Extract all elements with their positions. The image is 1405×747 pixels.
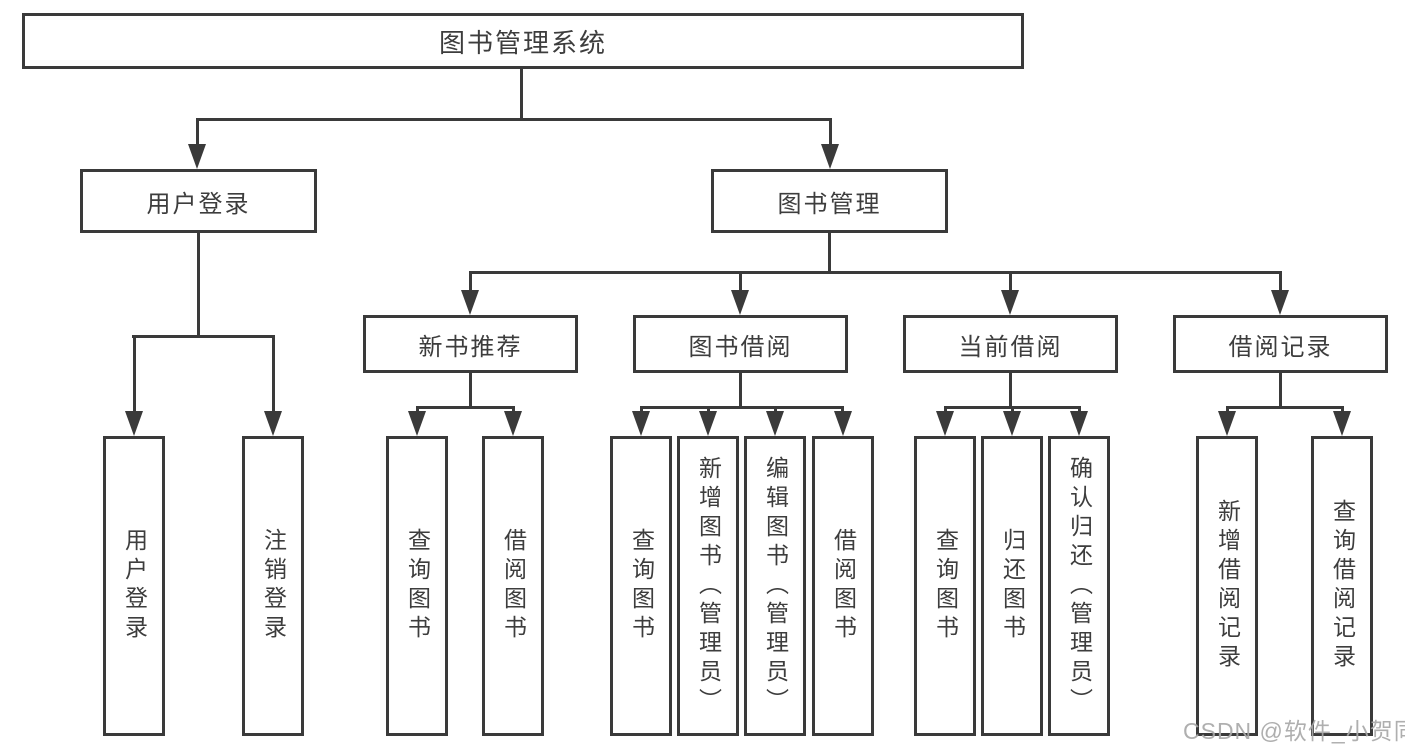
edge-borrow-records-rail xyxy=(1226,406,1344,409)
arrowhead-bb-query-icon xyxy=(632,411,650,436)
edge-stem-new-book-recommend xyxy=(469,271,472,293)
arrowhead-book-borrow-icon xyxy=(731,290,749,315)
edge-stem-cb-query xyxy=(944,406,947,415)
leaf-cb-confirm-return-admin: 确认归还（管理员） xyxy=(1048,436,1110,736)
edge-stem-leaf-user-login xyxy=(133,335,136,413)
arrowhead-bb-edit-icon xyxy=(766,411,784,436)
leaf-cb-confirm-return-admin-label: 确认归还（管理员） xyxy=(1066,455,1093,717)
node-new-book-recommend: 新书推荐 xyxy=(363,315,578,373)
leaf-bb-borrow-books: 借阅图书 xyxy=(812,436,874,736)
leaf-br-add-record: 新增借阅记录 xyxy=(1196,436,1258,736)
arrowhead-br-query-icon xyxy=(1333,411,1351,436)
node-new-book-recommend-label: 新书推荐 xyxy=(418,333,523,361)
leaf-cb-query-books: 查询图书 xyxy=(914,436,976,736)
edge-stem-bb-edit xyxy=(774,406,777,415)
edge-stem-br-query xyxy=(1341,406,1344,415)
edge-user-login-stem xyxy=(197,233,200,337)
leaf-user-login: 用户登录 xyxy=(103,436,165,736)
edge-new-book-recommend-rail xyxy=(416,406,515,409)
leaf-bb-borrow-books-label: 借阅图书 xyxy=(830,528,857,644)
edge-stem-borrow-records xyxy=(1279,271,1282,293)
leaf-br-query-record: 查询借阅记录 xyxy=(1311,436,1373,736)
arrowhead-cb-confirm-icon xyxy=(1070,411,1088,436)
leaf-bb-edit-books-admin-label: 编辑图书（管理员） xyxy=(762,455,789,717)
arrowhead-br-add-icon xyxy=(1218,411,1236,436)
leaf-logout-label: 注销登录 xyxy=(260,528,287,644)
edge-stem-nbr-borrow xyxy=(512,406,515,415)
edge-stem-bb-query xyxy=(640,406,643,415)
leaf-nbr-borrow-books: 借阅图书 xyxy=(482,436,544,736)
node-book-management-label: 图书管理 xyxy=(777,190,882,218)
arrowhead-leaf-logout-icon xyxy=(264,411,282,436)
node-root-label: 图书管理系统 xyxy=(438,27,607,58)
node-book-management: 图书管理 xyxy=(711,169,948,233)
leaf-nbr-borrow-books-label: 借阅图书 xyxy=(500,528,527,644)
edge-stem-current-borrow xyxy=(1009,271,1012,293)
edge-stem-nbr-query xyxy=(416,406,419,415)
edge-new-book-recommend-stem xyxy=(469,373,472,408)
arrowhead-nbr-query-icon xyxy=(408,411,426,436)
leaf-user-login-label: 用户登录 xyxy=(121,528,148,644)
node-book-borrow: 图书借阅 xyxy=(633,315,848,373)
edge-stem-cb-return xyxy=(1011,406,1014,415)
edge-stem-book-management xyxy=(829,118,832,148)
edge-stem-bb-add xyxy=(707,406,710,415)
edge-stem-leaf-logout xyxy=(272,335,275,413)
node-book-borrow-label: 图书借阅 xyxy=(688,333,793,361)
arrowhead-book-management-icon xyxy=(821,144,839,169)
leaf-nbr-query-books-label: 查询图书 xyxy=(404,528,431,644)
edge-user-login-rail xyxy=(132,335,275,338)
arrowhead-borrow-records-icon xyxy=(1271,290,1289,315)
leaf-cb-query-books-label: 查询图书 xyxy=(932,528,959,644)
edge-root-rail xyxy=(196,118,832,121)
edge-stem-cb-confirm xyxy=(1078,406,1081,415)
leaf-bb-add-books-admin-label: 新增图书（管理员） xyxy=(695,455,722,717)
edge-book-borrow-rail xyxy=(640,406,844,409)
arrowhead-nbr-borrow-icon xyxy=(504,411,522,436)
node-user-login: 用户登录 xyxy=(80,169,317,233)
edge-book-borrow-stem xyxy=(739,373,742,408)
node-current-borrow-label: 当前借阅 xyxy=(958,333,1063,361)
leaf-bb-query-books-label: 查询图书 xyxy=(628,528,655,644)
leaf-bb-add-books-admin: 新增图书（管理员） xyxy=(677,436,739,736)
leaf-cb-return-books: 归还图书 xyxy=(981,436,1043,736)
edge-stem-user-login xyxy=(196,118,199,148)
arrowhead-leaf-user-login-icon xyxy=(125,411,143,436)
node-borrow-records: 借阅记录 xyxy=(1173,315,1388,373)
arrowhead-cb-query-icon xyxy=(936,411,954,436)
node-borrow-records-label: 借阅记录 xyxy=(1228,333,1333,361)
leaf-cb-return-books-label: 归还图书 xyxy=(999,528,1026,644)
arrowhead-current-borrow-icon xyxy=(1001,290,1019,315)
csdn-watermark: CSDN @软件_小贺同学 xyxy=(1183,718,1405,744)
edge-stem-br-add xyxy=(1226,406,1229,415)
edge-book-management-stem xyxy=(828,233,831,273)
arrowhead-bb-borrow-icon xyxy=(834,411,852,436)
leaf-br-add-record-label: 新增借阅记录 xyxy=(1214,499,1241,673)
leaf-br-query-record-label: 查询借阅记录 xyxy=(1329,499,1356,673)
arrowhead-cb-return-icon xyxy=(1003,411,1021,436)
node-root: 图书管理系统 xyxy=(22,13,1024,69)
edge-stem-book-borrow xyxy=(739,271,742,293)
edge-book-management-rail xyxy=(469,271,1282,274)
edge-stem-bb-borrow xyxy=(841,406,844,415)
arrowhead-bb-add-icon xyxy=(699,411,717,436)
edge-root-stem xyxy=(520,68,523,118)
leaf-nbr-query-books: 查询图书 xyxy=(386,436,448,736)
edge-borrow-records-stem xyxy=(1279,373,1282,408)
node-user-login-label: 用户登录 xyxy=(146,190,251,218)
leaf-bb-query-books: 查询图书 xyxy=(610,436,672,736)
arrowhead-new-book-recommend-icon xyxy=(461,290,479,315)
arrowhead-user-login-icon xyxy=(188,144,206,169)
edge-current-borrow-stem xyxy=(1009,373,1012,408)
leaf-logout: 注销登录 xyxy=(242,436,304,736)
leaf-bb-edit-books-admin: 编辑图书（管理员） xyxy=(744,436,806,736)
node-current-borrow: 当前借阅 xyxy=(903,315,1118,373)
